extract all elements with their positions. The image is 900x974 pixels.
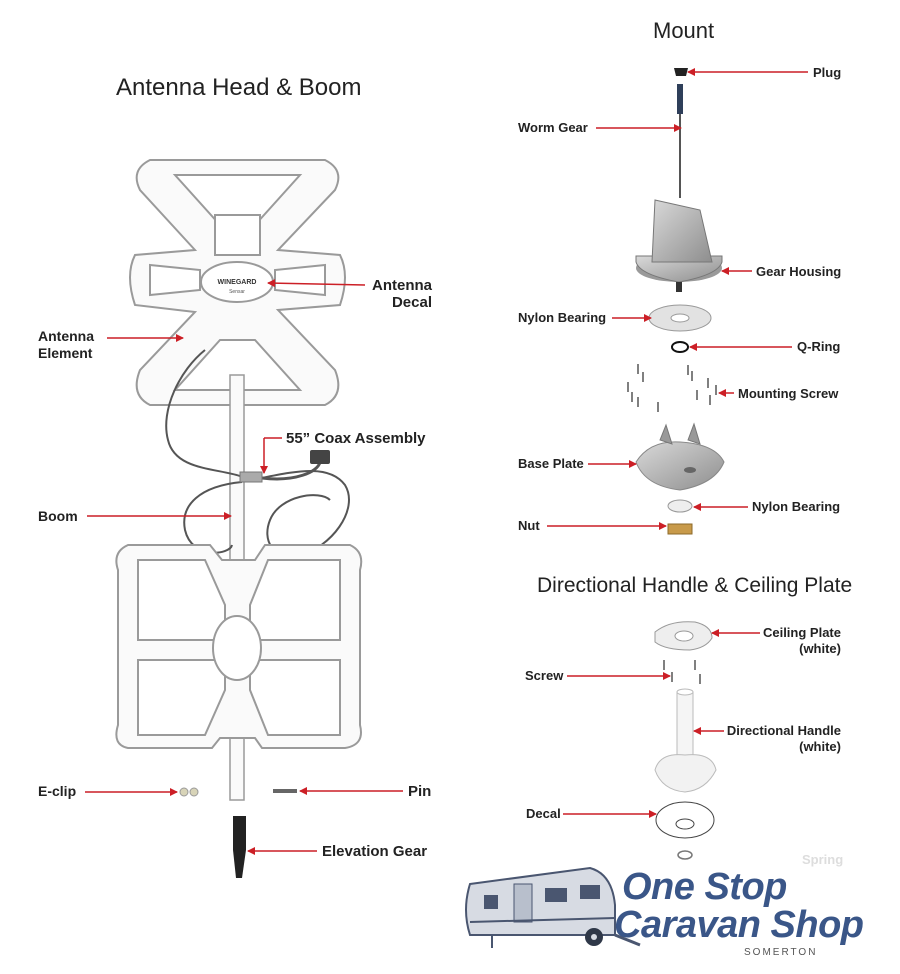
ceiling-plate-label: Ceiling Plate (white) bbox=[762, 625, 841, 656]
elevation-gear-shape bbox=[233, 816, 246, 878]
q-ring-label: Q-Ring bbox=[797, 339, 841, 354]
decal-shape bbox=[655, 801, 715, 839]
nut-label: Nut bbox=[518, 518, 540, 533]
nylon-bearing-top-label: Nylon Bearing bbox=[518, 310, 607, 325]
ceiling-plate-shape bbox=[654, 621, 713, 651]
elevation-gear-label: Elevation Gear bbox=[322, 843, 428, 860]
mount-title: Mount bbox=[653, 18, 715, 43]
logo-line-two: Caravan Shop bbox=[614, 904, 864, 946]
nylon-bearing-bottom-label: Nylon Bearing bbox=[752, 499, 841, 514]
directional-handle-title: Directional Handle & Ceiling Plate bbox=[537, 574, 853, 597]
nylon-bearing-bottom-shape bbox=[667, 499, 693, 513]
mounting-screws bbox=[627, 364, 717, 412]
handle-screws bbox=[663, 660, 701, 684]
screw-label: Screw bbox=[525, 668, 564, 683]
worm-gear-top bbox=[677, 84, 683, 114]
gear-housing-label: Gear Housing bbox=[756, 264, 842, 279]
gear-housing-shape bbox=[635, 199, 723, 292]
mounting-screw-label: Mounting Screw bbox=[738, 386, 839, 401]
boom-label: Boom bbox=[38, 508, 78, 524]
e-clip-a bbox=[179, 787, 189, 797]
antenna-head-boom-title: Antenna Head & Boom bbox=[116, 74, 362, 101]
logo-location: SOMERTON bbox=[744, 947, 818, 958]
e-clip-label: E-clip bbox=[38, 783, 77, 799]
antenna-upper-element bbox=[129, 159, 346, 406]
spring-label: Spring bbox=[802, 852, 844, 867]
coax-assembly-label: 55” Coax Assembly bbox=[286, 430, 426, 447]
winegard-decal-text: WINEGARD bbox=[218, 279, 257, 286]
antenna-decal-label: Antenna Decal bbox=[372, 277, 432, 311]
antenna-element-label: Antenna Element bbox=[38, 328, 94, 361]
plug-shape bbox=[674, 68, 688, 76]
antenna-lower-element bbox=[115, 544, 363, 749]
logo-line-one: One Stop bbox=[622, 866, 787, 908]
nut-shape bbox=[667, 523, 693, 535]
spring-shape bbox=[677, 850, 693, 860]
e-clip-b bbox=[189, 787, 199, 797]
sensar-decal-text: Sensar bbox=[229, 289, 245, 295]
nylon-bearing-top-shape bbox=[648, 304, 712, 332]
q-ring-shape bbox=[671, 341, 689, 353]
directional-handle-label: Directional Handle (white) bbox=[726, 723, 841, 754]
callout-arrows bbox=[85, 68, 808, 855]
worm-gear-label: Worm Gear bbox=[518, 120, 588, 135]
caravan-icon bbox=[465, 866, 641, 948]
coax-connector bbox=[310, 450, 330, 464]
directional-handle-shape bbox=[654, 688, 717, 793]
decal-label: Decal bbox=[526, 806, 561, 821]
base-plate-label: Base Plate bbox=[518, 456, 584, 471]
base-plate-shape bbox=[635, 422, 725, 491]
plug-label: Plug bbox=[813, 65, 842, 80]
pin-shape bbox=[273, 789, 297, 793]
pin-label: Pin bbox=[408, 783, 432, 800]
coax-fitting bbox=[239, 471, 263, 483]
